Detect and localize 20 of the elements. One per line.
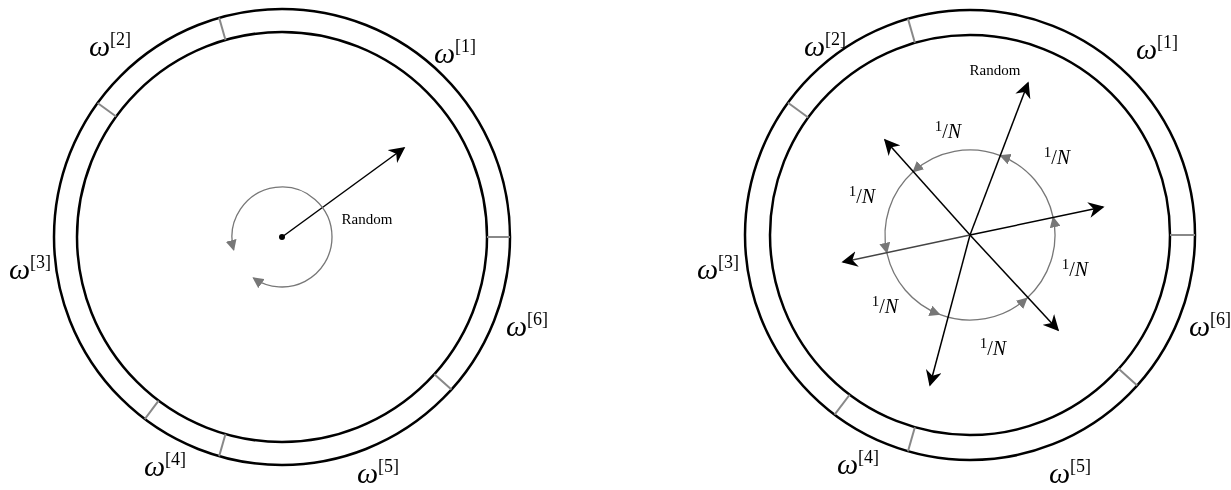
weight-label: ω$^{[6]}$ <box>1188 309 1231 341</box>
weight-label: ω$^{[1]}$ <box>1135 32 1179 64</box>
fraction-label: $^{1}$/N <box>1043 144 1071 168</box>
weight-label: ω$^{[2]}$ <box>88 29 132 61</box>
weight-label: ω$^{[5]}$ <box>1048 456 1092 488</box>
pointer-label: Random <box>341 211 393 227</box>
weight-label: ω$^{[1]}$ <box>433 36 477 68</box>
fraction-label: $^{1}$/N <box>979 335 1007 359</box>
weight-label: ω$^{[5]}$ <box>356 456 400 488</box>
weight-label: ω$^{[4]}$ <box>836 447 880 479</box>
weight-label: ω$^{[6]}$ <box>505 309 549 341</box>
fraction-label: $^{1}$/N <box>871 293 899 317</box>
weight-label: ω$^{[2]}$ <box>803 29 847 61</box>
fraction-label: $^{1}$/N <box>1061 256 1089 280</box>
fraction-label: $^{1}$/N <box>848 183 876 207</box>
weight-label: ω$^{[3]}$ <box>8 252 52 284</box>
weight-label: ω$^{[4]}$ <box>143 449 187 481</box>
weight-label: ω$^{[3]}$ <box>696 252 740 284</box>
fraction-label: $^{1}$/N <box>934 118 962 142</box>
pointer-label: Random <box>969 62 1021 78</box>
